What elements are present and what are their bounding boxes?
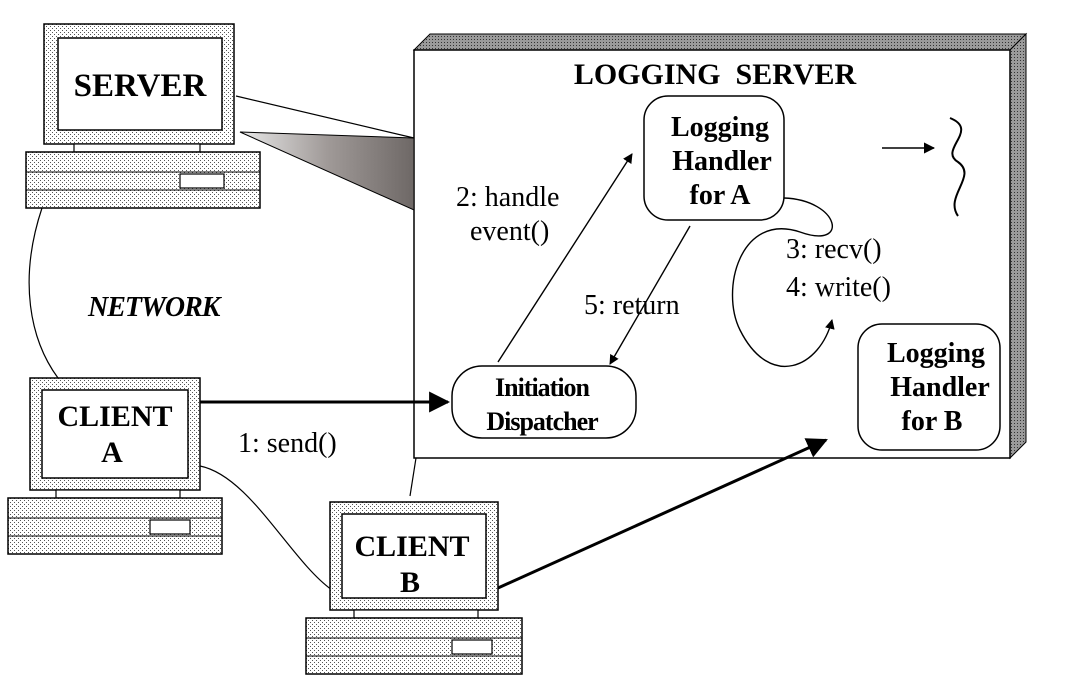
- handler-b-box: [857, 323, 1001, 451]
- server-monitor-screen: [57, 37, 223, 131]
- handler-b-line2: Handler: [890, 372, 990, 403]
- step-return-label: 5: return: [584, 290, 680, 321]
- server-computer: SERVER: [25, 23, 261, 209]
- client-b-label-line2: B: [400, 566, 420, 599]
- step-write-label: 4: write(): [786, 272, 891, 303]
- handler-a-line3: for A: [690, 180, 752, 211]
- dispatcher-box: [451, 365, 637, 439]
- flow-arrows: [200, 117, 966, 590]
- step-recv-label: 3: recv(): [786, 234, 882, 265]
- client-a-computer: CLIENT A: [7, 377, 223, 555]
- client-a-drive-slot: [149, 519, 191, 535]
- server-monitor-neck: [73, 143, 201, 153]
- zoom-line-top: [235, 95, 415, 139]
- arrow-handle-event: [497, 153, 633, 363]
- link-client-b-server-box: [409, 457, 417, 497]
- handler-b-component: Logging Handler for B: [857, 323, 1001, 451]
- server-system-unit: [25, 151, 261, 209]
- handler-a-component: Logging Handler for A: [643, 95, 785, 221]
- dispatcher-component: Initiation Dispatcher: [451, 365, 637, 439]
- thread-squiggle: [949, 117, 966, 217]
- step-handle-label-2: event(): [470, 216, 549, 247]
- link-client-a-client-b: [199, 465, 333, 591]
- step-handle-label-1: 2: handle: [456, 182, 559, 213]
- link-server-client-a: [28, 207, 59, 379]
- client-a-label-line1: CLIENT: [57, 400, 172, 433]
- client-b-drive-slot: [451, 639, 493, 655]
- arrow-client-b-connect: [497, 438, 828, 590]
- network-links: [28, 207, 417, 591]
- handler-a-line1: Logging: [671, 112, 769, 143]
- client-b-label-line1: CLIENT: [354, 530, 469, 563]
- client-a-monitor-neck: [55, 489, 181, 499]
- client-b-monitor-screen: [341, 513, 487, 599]
- server-label: SERVER: [74, 68, 208, 104]
- handler-b-line1: Logging: [887, 338, 985, 369]
- arrow-recv-write-loop: [731, 197, 835, 368]
- server-drive-slot: [179, 173, 225, 189]
- handler-a-line2: Handler: [672, 146, 772, 177]
- server-box-top-face: [412, 33, 1028, 51]
- client-a-label-line2: A: [101, 436, 123, 469]
- dispatcher-line1: Initiation: [495, 373, 591, 402]
- server-box-side-face: [1009, 32, 1027, 460]
- client-b-monitor-neck: [353, 609, 479, 619]
- client-a-monitor-screen: [41, 389, 189, 479]
- zoom-beam: [239, 131, 415, 211]
- arrow-return: [609, 225, 691, 365]
- handler-b-line3: for B: [902, 406, 963, 437]
- step-labels: 1: send() 2: handle event() 3: recv() 4:…: [87, 182, 891, 459]
- logging-server-title: LOGGING SERVER: [574, 58, 857, 91]
- handler-a-box: [643, 95, 785, 221]
- network-label: NETWORK: [87, 292, 223, 323]
- dispatcher-line2: Dispatcher: [486, 407, 598, 436]
- step-send-label: 1: send(): [238, 428, 337, 459]
- client-b-computer: CLIENT B: [305, 501, 523, 675]
